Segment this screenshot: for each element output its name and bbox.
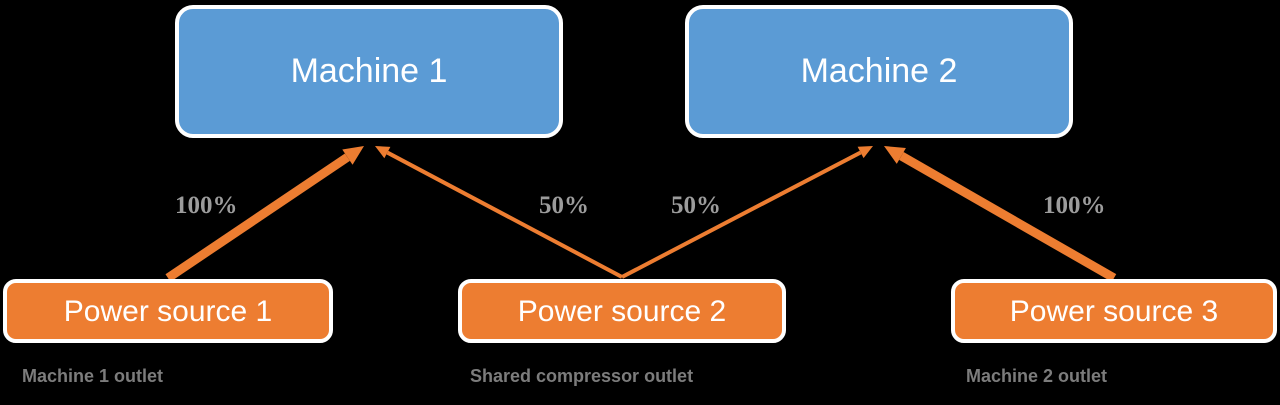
node-power-source-2[interactable]: Power source 2 xyxy=(458,279,786,343)
node-machine-1-label: Machine 1 xyxy=(290,51,448,90)
node-machine-1[interactable]: Machine 1 xyxy=(175,5,563,138)
node-power-source-3-label: Power source 3 xyxy=(1009,294,1219,328)
node-power-source-2-label: Power source 2 xyxy=(517,294,727,328)
edge-label-ps2-m1: 50% xyxy=(539,192,589,219)
edge-label-ps3-m2: 100% xyxy=(1043,192,1106,219)
caption-power-source-3: Machine 2 outlet xyxy=(966,366,1108,386)
arrow-head-icon xyxy=(375,146,391,159)
arrow-edge-ps2-m2 xyxy=(621,146,873,279)
caption-power-source-2: Shared compressor outlet xyxy=(470,366,694,386)
edge-label-ps1-m1: 100% xyxy=(175,192,238,219)
node-machine-2-label: Machine 2 xyxy=(800,51,958,90)
arrow-head-icon xyxy=(857,146,873,159)
arrow-head-icon xyxy=(884,146,906,164)
arrow-head-icon xyxy=(342,146,364,165)
node-machine-2[interactable]: Machine 2 xyxy=(685,5,1073,138)
edge-label-ps2-m2: 50% xyxy=(671,192,721,219)
node-power-source-3[interactable]: Power source 3 xyxy=(951,279,1277,343)
caption-power-source-1: Machine 1 outlet xyxy=(22,366,164,386)
node-power-source-1[interactable]: Power source 1 xyxy=(3,279,333,343)
node-power-source-1-label: Power source 1 xyxy=(63,294,273,328)
arrow-shaft xyxy=(621,150,862,279)
